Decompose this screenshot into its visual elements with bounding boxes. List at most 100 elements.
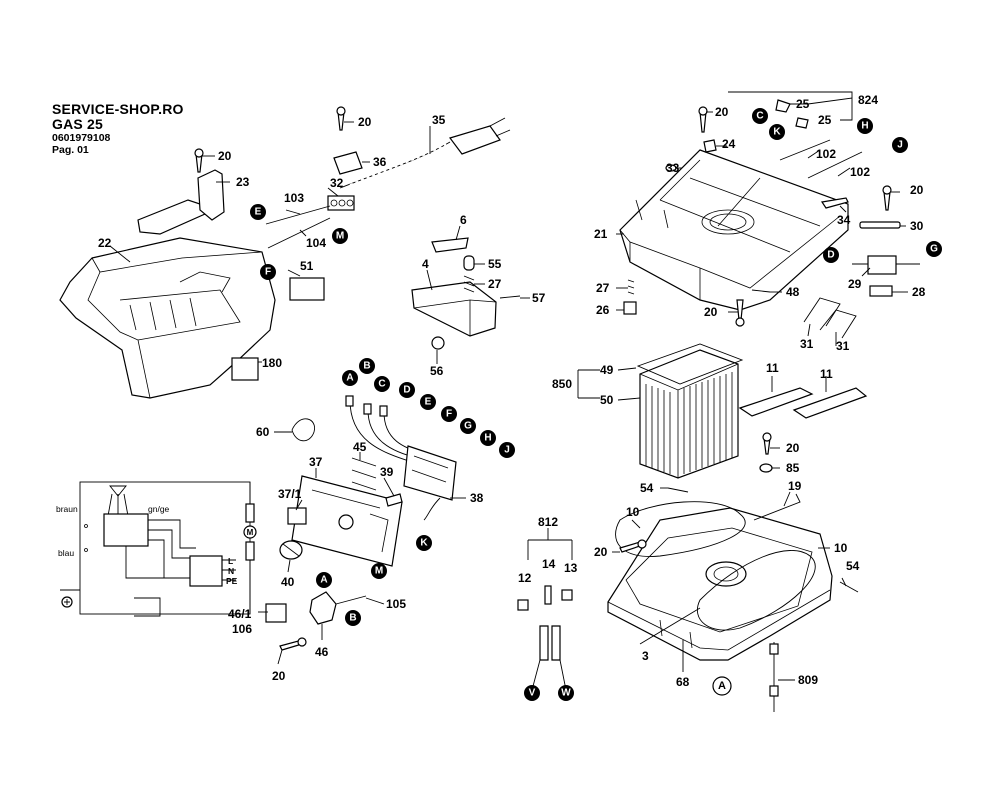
seal-part-30 bbox=[859, 221, 901, 229]
callout-31b: 31 bbox=[836, 339, 850, 353]
nut-part-26 bbox=[623, 301, 637, 315]
marker-k-right: K bbox=[773, 127, 781, 138]
callout-56: 56 bbox=[430, 364, 444, 378]
callout-850: 850 bbox=[552, 377, 572, 391]
callout-812: 812 bbox=[538, 515, 558, 529]
washer-part-85 bbox=[759, 463, 773, 473]
marker-w: W bbox=[561, 688, 571, 699]
callout-20b: 20 bbox=[358, 115, 372, 129]
callout-6: 6 bbox=[460, 213, 467, 227]
callout-54a: 54 bbox=[640, 481, 654, 495]
callout-27a: 27 bbox=[488, 277, 502, 291]
pin-part-48 bbox=[751, 289, 771, 293]
callout-11b: 11 bbox=[820, 367, 833, 381]
screw-part-20h bbox=[619, 541, 641, 553]
marker-d-mid: D bbox=[403, 385, 410, 396]
marker-b-low: B bbox=[349, 613, 356, 624]
label-part-51 bbox=[289, 277, 325, 301]
cable-part-60 bbox=[291, 418, 315, 442]
switch-housing-part-4 bbox=[411, 281, 497, 337]
callout-809: 809 bbox=[798, 673, 818, 687]
model-name: GAS 25 bbox=[52, 116, 103, 132]
callout-14: 14 bbox=[542, 557, 556, 571]
document-header: SERVICE-SHOP.RO GAS 25 0601979108 Pag. 0… bbox=[52, 101, 184, 157]
callout-25a: 25 bbox=[796, 97, 810, 111]
callout-29: 29 bbox=[848, 277, 862, 291]
spring-part-27b bbox=[627, 279, 635, 295]
fitting-part-39 bbox=[385, 493, 403, 507]
screw-part-20f bbox=[736, 299, 744, 321]
marker-e-left: E bbox=[255, 207, 262, 218]
power-cord-part-35 bbox=[339, 117, 511, 189]
connectors-part-45 bbox=[351, 457, 377, 491]
screw-part-20e bbox=[883, 191, 891, 211]
capacitor-part-29 bbox=[852, 255, 920, 275]
callout-10a: 10 bbox=[626, 505, 640, 519]
callout-11a: 11 bbox=[766, 361, 779, 375]
callout-103: 103 bbox=[284, 191, 304, 205]
callout-37-1: 37/1 bbox=[278, 487, 302, 501]
lid-part-21 bbox=[619, 149, 849, 311]
latch-part-25a bbox=[775, 99, 791, 113]
bracket-part-34 bbox=[820, 197, 849, 209]
callout-55: 55 bbox=[488, 257, 502, 271]
callout-33: 33 bbox=[666, 161, 680, 175]
callout-27b: 27 bbox=[596, 281, 610, 295]
callout-28: 28 bbox=[912, 285, 926, 299]
handle-part-23 bbox=[137, 169, 225, 235]
marker-c-right: C bbox=[756, 111, 763, 122]
callout-20f: 20 bbox=[704, 305, 718, 319]
float-assembly-part-812 bbox=[517, 539, 573, 661]
callout-54b: 54 bbox=[846, 559, 860, 573]
marker-v: V bbox=[529, 688, 536, 699]
pin-part-57 bbox=[499, 295, 521, 299]
callout-35: 35 bbox=[432, 113, 446, 127]
terminal-label-n: N bbox=[228, 566, 234, 576]
label-part-180 bbox=[231, 357, 259, 381]
marker-d-right: D bbox=[827, 250, 834, 261]
callout-40: 40 bbox=[281, 575, 295, 589]
callout-30: 30 bbox=[910, 219, 924, 233]
marker-a-outline: A bbox=[718, 680, 726, 692]
pin-part-54a bbox=[667, 487, 689, 493]
callout-20a: 20 bbox=[218, 149, 232, 163]
filter-part-50 bbox=[639, 349, 739, 479]
part-number: 0601979108 bbox=[52, 132, 111, 144]
knob-part-40 bbox=[279, 540, 303, 560]
pin-part-54b bbox=[839, 581, 859, 593]
wiring-schematic bbox=[60, 481, 257, 617]
shop-name: SERVICE-SHOP.RO bbox=[52, 101, 184, 117]
callout-24: 24 bbox=[722, 137, 736, 151]
callout-102b: 102 bbox=[850, 165, 870, 179]
bracket-part-31a bbox=[803, 297, 841, 327]
callout-51: 51 bbox=[300, 259, 314, 273]
marker-a-mid: A bbox=[346, 373, 353, 384]
callout-32: 32 bbox=[330, 176, 344, 190]
callout-20h: 20 bbox=[594, 545, 608, 559]
leader-lines bbox=[109, 91, 908, 691]
hood-part-22 bbox=[59, 237, 276, 399]
connection-markers: E F M A B C D E F G H J K A M B C K H bbox=[250, 108, 942, 701]
callout-180: 180 bbox=[262, 356, 282, 370]
marker-e-mid: E bbox=[425, 397, 432, 408]
base-part-3 bbox=[607, 507, 833, 661]
callout-20e: 20 bbox=[910, 183, 924, 197]
label-part-37-1 bbox=[287, 507, 307, 525]
callout-20d: 20 bbox=[715, 105, 729, 119]
motor-symbol-label: M bbox=[247, 528, 254, 537]
callout-13: 13 bbox=[564, 561, 578, 575]
callout-20c: 20 bbox=[272, 669, 286, 683]
callout-45: 45 bbox=[353, 440, 367, 454]
callout-48: 48 bbox=[786, 285, 800, 299]
screw-part-56 bbox=[431, 336, 445, 350]
strain-relief-part-36 bbox=[333, 151, 363, 175]
screw-head-20a bbox=[194, 148, 204, 158]
callout-46-1: 46/1 bbox=[228, 607, 252, 621]
latch-part-25b bbox=[795, 117, 809, 129]
callout-21: 21 bbox=[594, 227, 608, 241]
callout-4: 4 bbox=[422, 257, 429, 271]
seal-part-49 bbox=[636, 343, 744, 385]
marker-m-low: M bbox=[375, 566, 383, 577]
wire-part-103-104 bbox=[265, 205, 331, 249]
